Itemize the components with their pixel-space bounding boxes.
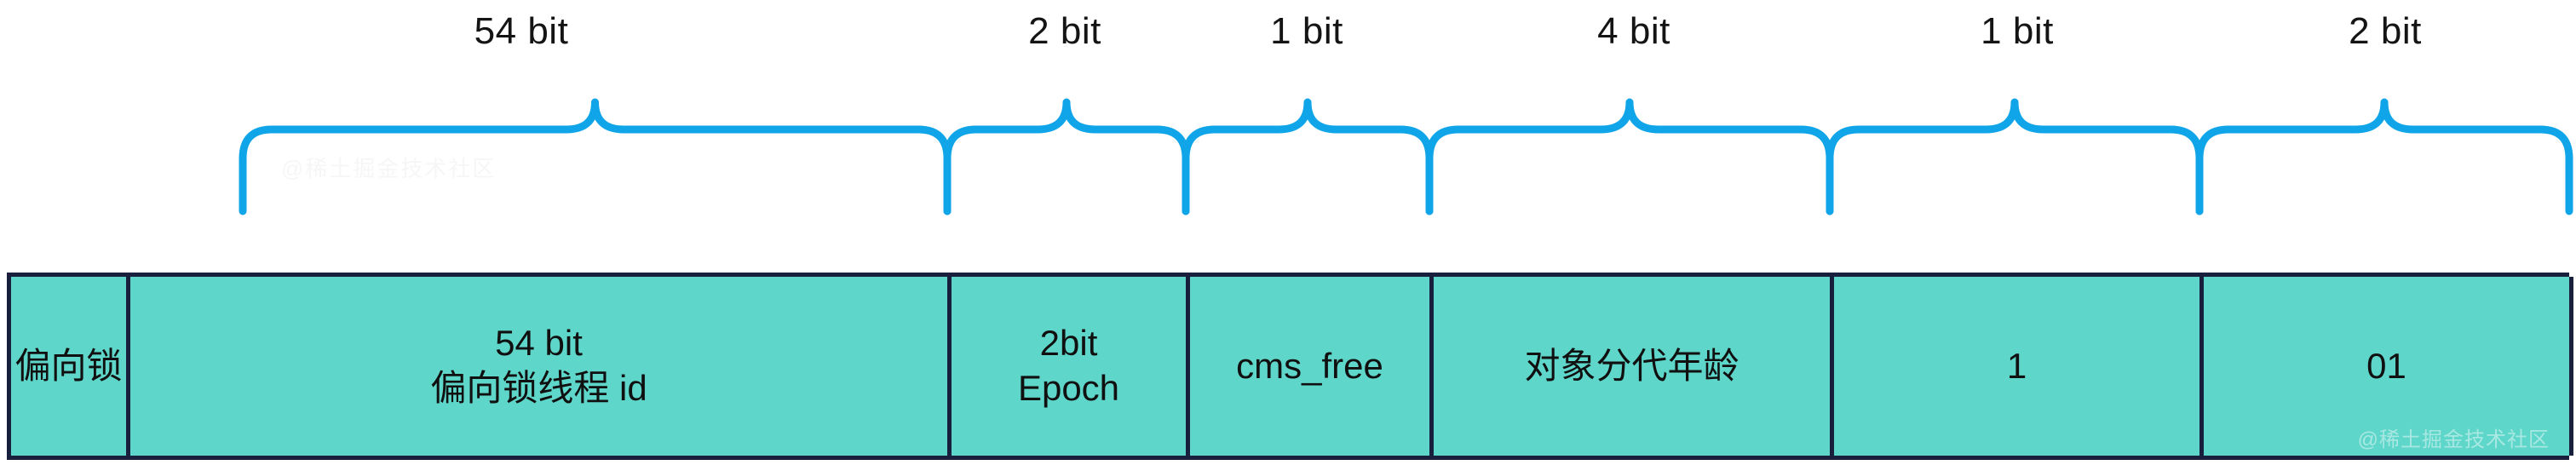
curly-brace bbox=[1182, 98, 1434, 215]
bit-cell-text: 54 bit bbox=[495, 323, 583, 364]
bit-cell-text: 1 bbox=[2006, 345, 2027, 386]
curly-brace bbox=[2195, 98, 2573, 215]
curly-brace bbox=[1826, 98, 2204, 215]
bit-cell-text: 对象分代年龄 bbox=[1524, 345, 1739, 386]
bit-width-label: 1 bit bbox=[1981, 10, 2054, 52]
bit-cell-text: 01 bbox=[2366, 345, 2406, 386]
bit-width-label: 54 bit bbox=[474, 10, 569, 52]
curly-brace bbox=[239, 98, 952, 215]
bit-width-label: 4 bit bbox=[1597, 10, 1670, 52]
bit-width-label: 2 bit bbox=[2349, 10, 2422, 52]
curly-brace bbox=[943, 98, 1190, 215]
bit-cell-object-age: 对象分代年龄 bbox=[1434, 277, 1834, 456]
bit-cell-biased-lock: 偏向锁 bbox=[11, 277, 130, 456]
bit-cell-cms-free: cms_free bbox=[1190, 277, 1434, 456]
bit-width-label: 2 bit bbox=[1028, 10, 1101, 52]
bit-cell-text: 2bit bbox=[1039, 323, 1098, 364]
bit-cell-lock-flag: 01 bbox=[2204, 277, 2573, 456]
bit-cell-text: Epoch bbox=[1017, 368, 1120, 408]
bit-cell-text: cms_free bbox=[1236, 345, 1383, 386]
brace-group bbox=[239, 98, 2573, 215]
bit-cell-text: 偏向锁线程 id bbox=[430, 368, 647, 408]
bit-cell-text: 偏向锁 bbox=[14, 345, 123, 386]
bit-cell-biased-flag: 1 bbox=[1834, 277, 2204, 456]
curly-brace bbox=[1425, 98, 1834, 215]
bit-width-label: 1 bit bbox=[1270, 10, 1343, 52]
